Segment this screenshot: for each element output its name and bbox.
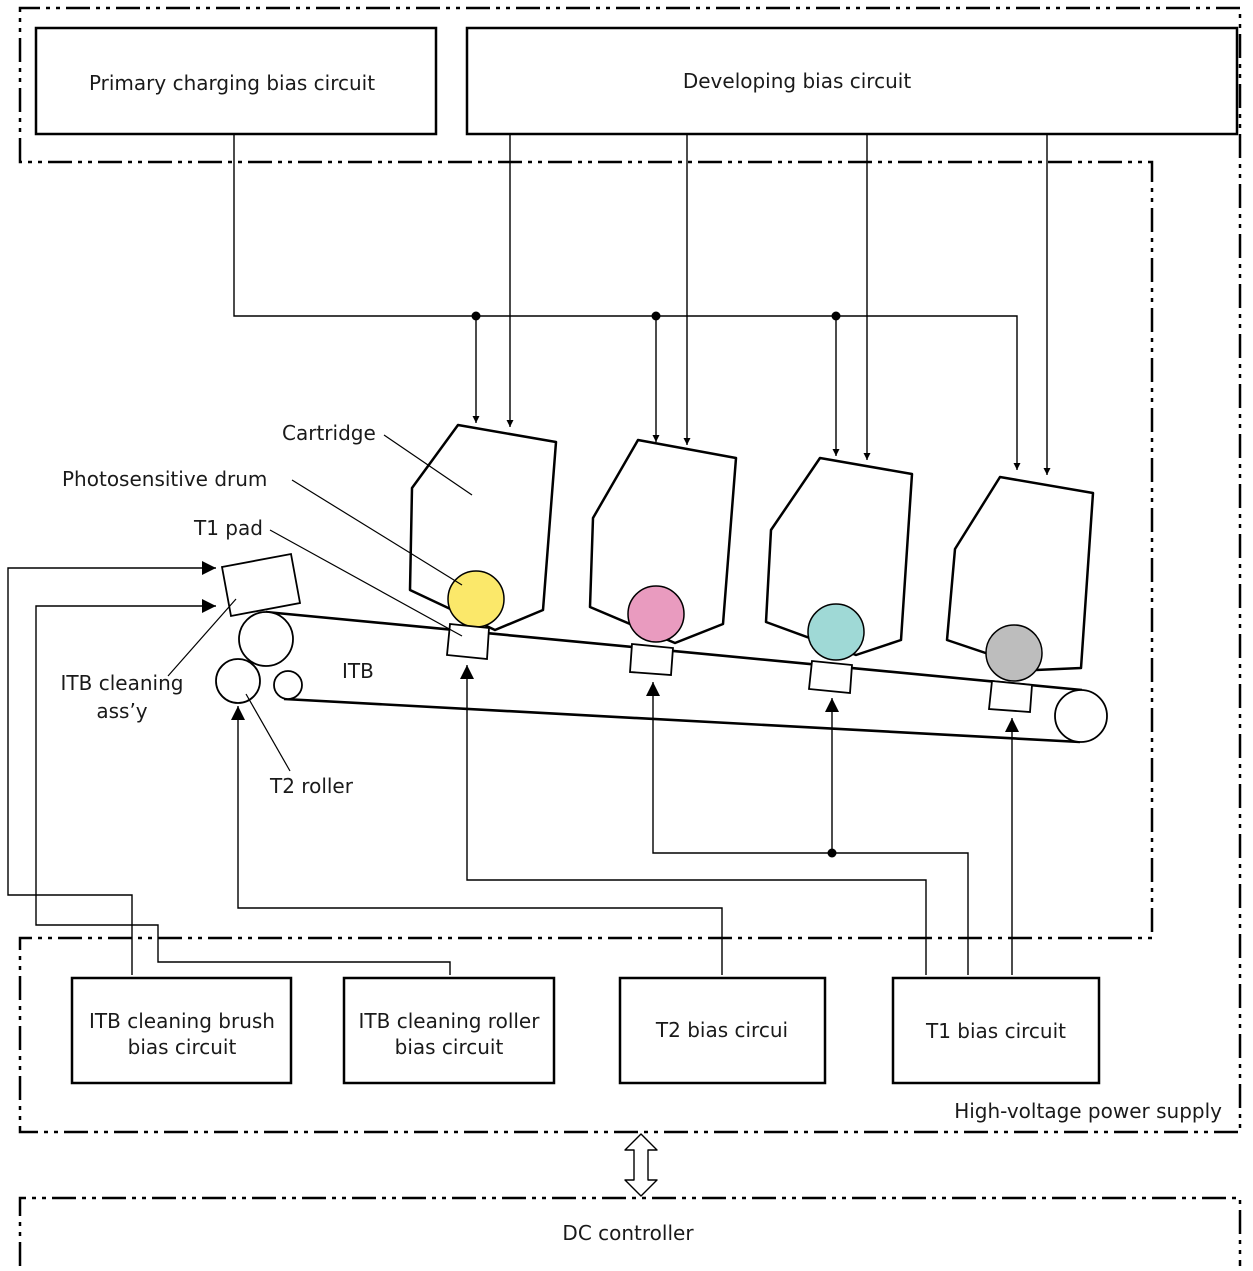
itb-label: ITB <box>342 659 374 683</box>
t2-roller-label: T2 roller <box>269 774 354 798</box>
t1-pad-black <box>988 680 1033 713</box>
t2-roller-leader <box>245 693 291 772</box>
t1-bias-wiring <box>460 665 1019 975</box>
itb-drive-roller <box>238 611 294 667</box>
itb-cleaning-label-line2: ass’y <box>96 699 147 723</box>
itb-cleaning-brush-bias-box: ITB cleaning brush bias circuit <box>70 976 293 1085</box>
itb-cleaning-brush-label: ITB cleaning brush <box>89 1009 275 1033</box>
developing-bias-wiring <box>506 134 1051 475</box>
cartridge-label: Cartridge <box>282 421 376 445</box>
itb-belt <box>215 610 1108 744</box>
top-region-border <box>18 6 1242 1134</box>
itb-cleaning-leader <box>167 598 237 677</box>
t1-bias-box: T1 bias circuit <box>891 976 1101 1085</box>
itb-cleaning-roller-label-line2: bias circuit <box>395 1035 504 1059</box>
drum-yellow <box>447 570 505 628</box>
itb-cleaning-roller-bias-box: ITB cleaning roller bias circuit <box>342 976 556 1085</box>
t2-roller <box>215 658 261 704</box>
cartridge-yellow <box>408 423 558 660</box>
photosensitive-drum-leader <box>291 479 463 586</box>
t1-pad-leader <box>269 529 463 637</box>
developing-bias-label: Developing bias circuit <box>683 69 911 93</box>
cartridge-black <box>945 475 1095 713</box>
t1-pad-magenta <box>629 643 674 676</box>
developing-bias-box: Developing bias circuit <box>465 26 1239 136</box>
t1-pad-yellow <box>446 623 490 660</box>
itb-cleaning-assembly <box>220 552 302 618</box>
itb-cleaning-roller-label: ITB cleaning roller <box>359 1009 541 1033</box>
drum-cyan <box>807 603 865 661</box>
bidirectional-arrow-icon <box>624 1133 658 1197</box>
cartridge-cyan <box>764 456 914 694</box>
itb-cleaning-brush-label-line2: bias circuit <box>128 1035 237 1059</box>
itb-end-roller <box>1054 689 1108 743</box>
drum-magenta <box>627 585 685 643</box>
t1-bias-label: T1 bias circuit <box>925 1019 1066 1043</box>
itb-small-roller <box>273 670 303 700</box>
t1-pad-cyan <box>808 660 853 694</box>
t2-bias-box: T2 bias circui <box>618 976 827 1085</box>
high-voltage-label: High-voltage power supply <box>954 1099 1222 1123</box>
t2-bias-wiring <box>231 706 723 975</box>
t2-bias-label: T2 bias circui <box>655 1018 788 1042</box>
photosensitive-drum-label: Photosensitive drum <box>62 467 267 491</box>
itb-cleaning-brush-wiring <box>7 561 216 975</box>
itb-cleaning-label: ITB cleaning <box>61 671 184 695</box>
cartridge-leader <box>383 434 473 496</box>
primary-charging-bias-box: Primary charging bias circuit <box>34 26 438 136</box>
primary-charging-wiring <box>233 134 1021 470</box>
dc-controller-label: DC controller <box>562 1221 694 1245</box>
drum-black <box>985 624 1043 682</box>
cartridge-magenta <box>588 438 738 676</box>
t1-pad-label: T1 pad <box>193 516 263 540</box>
itb-cleaning-roller-wiring <box>35 599 451 975</box>
dc-controller-region-border <box>18 1196 1242 1266</box>
primary-charging-bias-label: Primary charging bias circuit <box>89 71 375 95</box>
